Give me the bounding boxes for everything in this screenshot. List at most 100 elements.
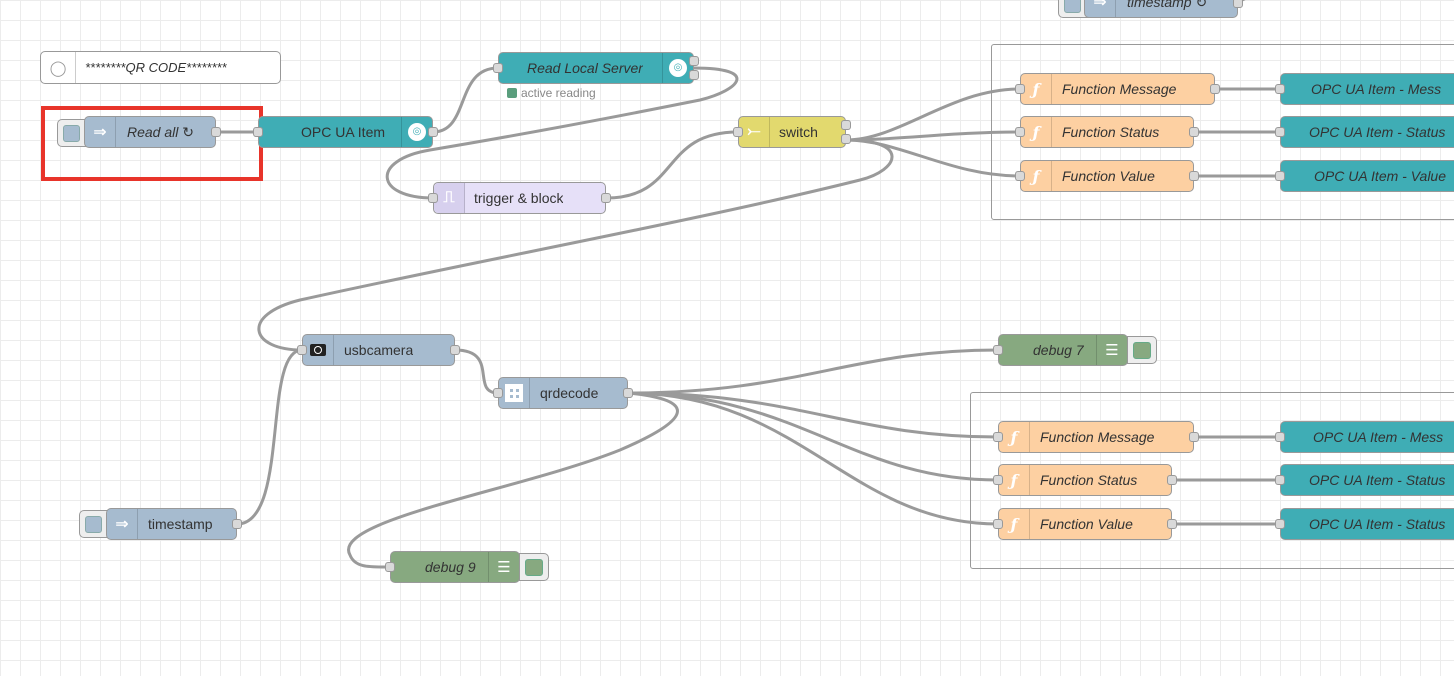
output-port[interactable] bbox=[1233, 0, 1243, 8]
wire bbox=[235, 348, 304, 526]
comment-icon: ◯ bbox=[41, 52, 76, 83]
button-square bbox=[1064, 0, 1081, 13]
wire bbox=[626, 391, 1000, 439]
node-label: qrdecode bbox=[540, 385, 599, 401]
input-port[interactable] bbox=[993, 519, 1003, 529]
node-label: trigger & block bbox=[474, 190, 564, 206]
output-port[interactable] bbox=[1167, 519, 1177, 529]
inject-trigger-button[interactable] bbox=[1058, 0, 1090, 18]
opc-ua-item-status-node[interactable]: OPC UA Item - Status bbox=[1275, 116, 1454, 148]
node-status: active reading bbox=[507, 86, 596, 100]
node-label: Function Value bbox=[1040, 516, 1133, 532]
function-icon: ƒ bbox=[1021, 74, 1052, 104]
group-opcua-functions-top[interactable] bbox=[991, 44, 1454, 220]
debug-toggle-button[interactable] bbox=[1127, 336, 1157, 364]
node-label: Function Status bbox=[1062, 124, 1160, 140]
input-port[interactable] bbox=[993, 345, 1003, 355]
output-port[interactable] bbox=[1189, 127, 1199, 137]
node-label: Function Message bbox=[1040, 429, 1155, 445]
output-port[interactable] bbox=[623, 388, 633, 398]
input-port[interactable] bbox=[1015, 84, 1025, 94]
input-port[interactable] bbox=[253, 127, 263, 137]
function-icon: ƒ bbox=[999, 465, 1030, 495]
opc-ua-item-value-node[interactable]: OPC UA Item - Value bbox=[1275, 160, 1454, 192]
switch-node[interactable]: ⤚ switch bbox=[733, 116, 851, 148]
arrow-right-icon: ⇒ bbox=[107, 509, 138, 539]
input-port[interactable] bbox=[1275, 84, 1285, 94]
wire bbox=[626, 391, 1000, 526]
function-icon: ƒ bbox=[1021, 161, 1052, 191]
inject-trigger-button[interactable] bbox=[79, 510, 111, 538]
debug-9-node[interactable]: debug 9 ☰ bbox=[385, 551, 520, 583]
camera-icon bbox=[303, 335, 334, 365]
input-port[interactable] bbox=[1275, 519, 1285, 529]
output-port[interactable] bbox=[1210, 84, 1220, 94]
function-value-node[interactable]: ƒ Function Value bbox=[1015, 160, 1199, 192]
debug-toggle-button[interactable] bbox=[519, 553, 549, 581]
input-port[interactable] bbox=[1015, 171, 1025, 181]
timestamp-top-node[interactable]: ⇒ timestamp ↻ bbox=[1084, 0, 1243, 18]
input-port[interactable] bbox=[385, 562, 395, 572]
node-label: OPC UA Item - Status bbox=[1309, 516, 1446, 532]
opc-ua-item-node[interactable]: OPC UA Item ◎ bbox=[253, 116, 438, 148]
input-port[interactable] bbox=[1275, 127, 1285, 137]
input-port[interactable] bbox=[1275, 475, 1285, 485]
node-label: OPC UA Item - Status bbox=[1309, 472, 1446, 488]
wire bbox=[844, 87, 1022, 142]
function-status-node[interactable]: ƒ Function Status bbox=[993, 464, 1177, 496]
node-label: debug 9 bbox=[425, 559, 476, 575]
comment-node[interactable]: ◯ ********QR CODE******** bbox=[40, 51, 281, 84]
input-port[interactable] bbox=[1275, 432, 1285, 442]
read-all-node[interactable]: ⇒ Read all ↻ bbox=[84, 116, 221, 148]
input-port[interactable] bbox=[428, 193, 438, 203]
input-port[interactable] bbox=[1275, 171, 1285, 181]
inject-trigger-button[interactable] bbox=[57, 119, 89, 147]
function-status-node[interactable]: ƒ Function Status bbox=[1015, 116, 1199, 148]
output-port[interactable] bbox=[1167, 475, 1177, 485]
input-port[interactable] bbox=[493, 63, 503, 73]
opc-ua-item-message-node[interactable]: OPC UA Item - Mess bbox=[1275, 73, 1454, 105]
timestamp-node[interactable]: ⇒ timestamp bbox=[106, 508, 242, 540]
opc-ua-item-status-node[interactable]: OPC UA Item - Status bbox=[1275, 508, 1454, 540]
output-port[interactable] bbox=[689, 56, 699, 66]
wire bbox=[347, 391, 679, 569]
output-port[interactable] bbox=[211, 127, 221, 137]
input-port[interactable] bbox=[493, 388, 503, 398]
output-port[interactable] bbox=[1189, 432, 1199, 442]
output-port[interactable] bbox=[428, 127, 438, 137]
output-port[interactable] bbox=[1189, 171, 1199, 181]
node-label: OPC UA Item - Value bbox=[1314, 168, 1447, 184]
node-label: timestamp ↻ bbox=[1127, 0, 1208, 10]
output-port[interactable] bbox=[450, 345, 460, 355]
qrdecode-node[interactable]: qrdecode bbox=[493, 377, 633, 409]
debug-7-node[interactable]: debug 7 ☰ bbox=[993, 334, 1128, 366]
opc-ua-item-status-node[interactable]: OPC UA Item - Status bbox=[1275, 464, 1454, 496]
input-port[interactable] bbox=[297, 345, 307, 355]
input-port[interactable] bbox=[1015, 127, 1025, 137]
trigger-block-node[interactable]: ⎍ trigger & block bbox=[428, 182, 611, 214]
output-port[interactable] bbox=[601, 193, 611, 203]
wire bbox=[604, 130, 740, 200]
trigger-icon: ⎍ bbox=[434, 183, 465, 213]
node-label: OPC UA Item - Mess bbox=[1311, 81, 1442, 97]
output-port[interactable] bbox=[841, 120, 851, 130]
function-value-node[interactable]: ƒ Function Value bbox=[993, 508, 1177, 540]
list-icon: ☰ bbox=[1096, 335, 1127, 365]
read-local-server-node[interactable]: Read Local Server ◎ bbox=[493, 52, 699, 84]
output-port[interactable] bbox=[841, 134, 851, 144]
output-port[interactable] bbox=[232, 519, 242, 529]
output-port[interactable] bbox=[689, 70, 699, 80]
node-label: OPC UA Item - Status bbox=[1309, 124, 1446, 140]
input-port[interactable] bbox=[993, 475, 1003, 485]
usbcamera-node[interactable]: usbcamera bbox=[297, 334, 460, 366]
button-square bbox=[1133, 342, 1151, 359]
opc-ua-item-message-node[interactable]: OPC UA Item - Mess bbox=[1275, 421, 1454, 453]
node-label: Function Value bbox=[1062, 168, 1155, 184]
input-port[interactable] bbox=[733, 127, 743, 137]
function-icon: ƒ bbox=[999, 509, 1030, 539]
function-message-node[interactable]: ƒ Function Message bbox=[993, 421, 1199, 453]
function-message-node[interactable]: ƒ Function Message bbox=[1015, 73, 1220, 105]
group-opcua-functions-bottom[interactable] bbox=[970, 392, 1454, 569]
input-port[interactable] bbox=[993, 432, 1003, 442]
